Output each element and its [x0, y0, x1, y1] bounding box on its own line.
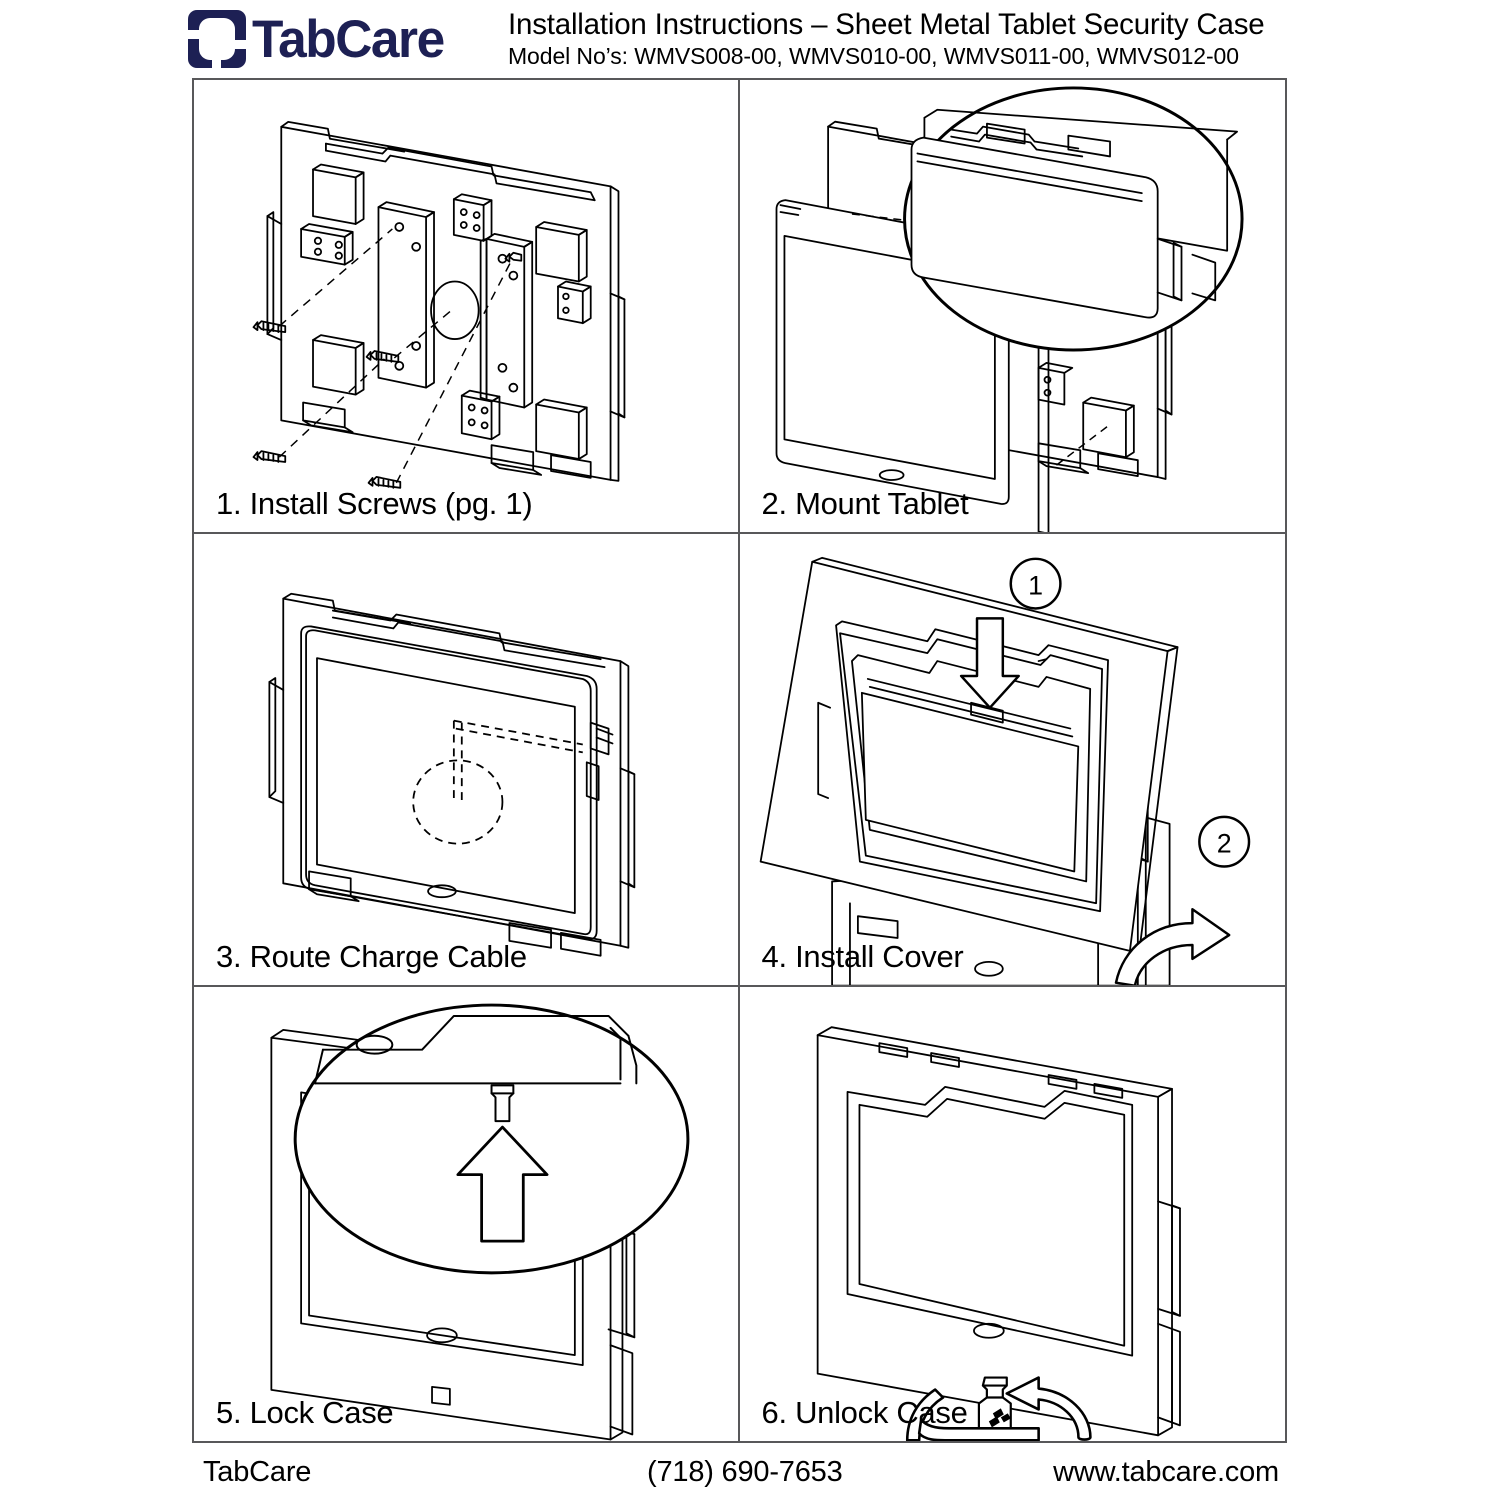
- step-panel-2: 2. Mount Tablet: [739, 80, 1286, 534]
- figure-mount-tablet: [740, 80, 1286, 532]
- figure-install-screws: [194, 80, 738, 532]
- logo-wordmark: TabCare: [252, 9, 445, 69]
- step-caption-2: 2. Mount Tablet: [761, 485, 969, 521]
- svg-text:2: 2: [1216, 828, 1231, 858]
- step-caption-1: 1. Install Screws (pg. 1): [216, 485, 533, 521]
- figure-route-charge-cable: [194, 534, 738, 986]
- tabcare-bracket-icon: [188, 10, 246, 68]
- header-title-block: Installation Instructions – Sheet Metal …: [508, 8, 1348, 70]
- step-caption-6: 6. Unlock Case: [761, 1394, 968, 1430]
- figure-unlock-case: [740, 987, 1286, 1441]
- tabcare-logo: TabCare: [188, 10, 450, 68]
- step-caption-3: 3. Route Charge Cable: [216, 939, 527, 975]
- instruction-step-grid: 1. Install Screws (pg. 1): [192, 78, 1287, 1443]
- page-footer: TabCare (718) 690-7653 www.tabcare.com: [192, 1450, 1287, 1498]
- figure-install-cover: 1 2: [740, 534, 1286, 986]
- svg-text:1: 1: [1028, 570, 1043, 600]
- footer-phone: (718) 690-7653: [647, 1456, 843, 1488]
- step-panel-5: 5. Lock Case: [194, 987, 740, 1441]
- step-panel-3: 3. Route Charge Cable: [194, 533, 740, 988]
- page-title: Installation Instructions – Sheet Metal …: [508, 8, 1265, 41]
- model-numbers: Model No’s: WMVS008-00, WMVS010-00, WMVS…: [508, 43, 1239, 69]
- footer-company: TabCare: [203, 1456, 312, 1488]
- footer-website: www.tabcare.com: [1053, 1456, 1279, 1488]
- figure-lock-case: [194, 987, 738, 1441]
- step-panel-6: 6. Unlock Case: [740, 987, 1286, 1441]
- step-caption-4: 4. Install Cover: [761, 939, 964, 975]
- step-caption-5: 5. Lock Case: [216, 1394, 394, 1430]
- step-panel-4: 1 2 4. Install Cover: [739, 534, 1286, 988]
- step-panel-1: 1. Install Screws (pg. 1): [194, 80, 740, 534]
- page-header: TabCare Installation Instructions – Shee…: [0, 0, 1499, 78]
